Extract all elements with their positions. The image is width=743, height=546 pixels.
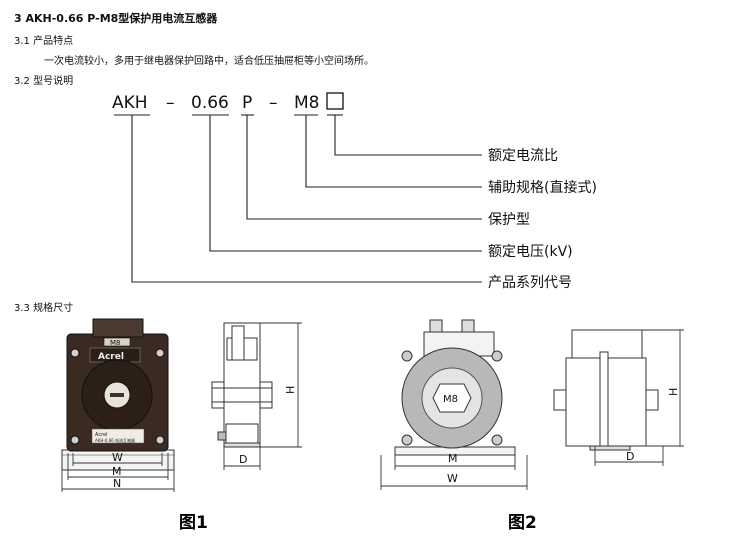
fig1-plate-line1: Acrel xyxy=(95,432,108,438)
figure-1-caption: 图1 xyxy=(179,513,208,533)
section-3-3-title: 3.3 规格尺寸 xyxy=(14,303,74,314)
fig1-dim-w: W xyxy=(112,451,123,464)
fig1-m8-text: M8 xyxy=(110,339,121,347)
model-part-voltage: 0.66 xyxy=(191,93,229,113)
fig2-m8-text: M8 xyxy=(443,394,458,405)
fig1-side-view xyxy=(211,322,273,448)
section-3-1-text: 一次电流较小，多用于继电器保护回路中，适合低压抽屉柜等小空间场所。 xyxy=(44,56,374,67)
fig1-dim-n: N xyxy=(113,477,121,490)
fig1-dim-h: H xyxy=(284,386,297,394)
model-part-m8: M8 xyxy=(294,93,319,113)
fig1-brand-text: Acrel xyxy=(98,352,124,362)
leader-series-code xyxy=(131,115,482,283)
leader-rated-voltage xyxy=(209,115,482,252)
fig2-dim-h: H xyxy=(667,388,680,396)
explain-series-code: 产品系列代号 xyxy=(488,275,572,291)
section-heading: 3 AKH-0.66 P-M8型保护用电流互感器 xyxy=(14,12,218,25)
model-part-dash2: – xyxy=(269,93,278,113)
explain-rated-voltage: 额定电压(kV) xyxy=(488,244,573,260)
model-part-p: P xyxy=(242,93,252,113)
fig2-dim-m: M xyxy=(448,452,458,465)
fig1-plate-line2: AKH-0.66 电流互感器 xyxy=(95,437,135,443)
explain-protection: 保护型 xyxy=(488,212,530,228)
figure-2-caption: 图2 xyxy=(508,513,537,533)
section-3-2-title: 3.2 型号说明 xyxy=(14,76,74,87)
model-code-diagram: AKH – 0.66 P – M8 额定电流比 辅助规格(直接式) 保护型 额定… xyxy=(112,92,597,291)
fig2-dim-w: W xyxy=(447,472,458,485)
leader-protection xyxy=(246,115,482,220)
model-part-box xyxy=(326,92,344,110)
fig1-front-view: M8 Acrel Acrel AKH-0.66 电流互感器 xyxy=(61,318,175,471)
fig2-side-view xyxy=(553,329,659,451)
leader-aux-spec xyxy=(305,115,482,188)
fig1-dim-m: M xyxy=(112,465,122,478)
fig1-dim-d: D xyxy=(239,453,247,466)
leader-rated-ratio xyxy=(334,115,482,156)
explain-aux-spec: 辅助规格(直接式) xyxy=(488,179,597,196)
section-3-1-title: 3.1 产品特点 xyxy=(14,36,74,47)
fig2-front-view: M8 xyxy=(394,319,516,456)
model-part-dash1: – xyxy=(166,93,175,113)
fig2-dim-d: D xyxy=(626,450,634,463)
explain-rated-ratio: 额定电流比 xyxy=(488,148,558,164)
model-part-akh: AKH xyxy=(112,93,148,113)
